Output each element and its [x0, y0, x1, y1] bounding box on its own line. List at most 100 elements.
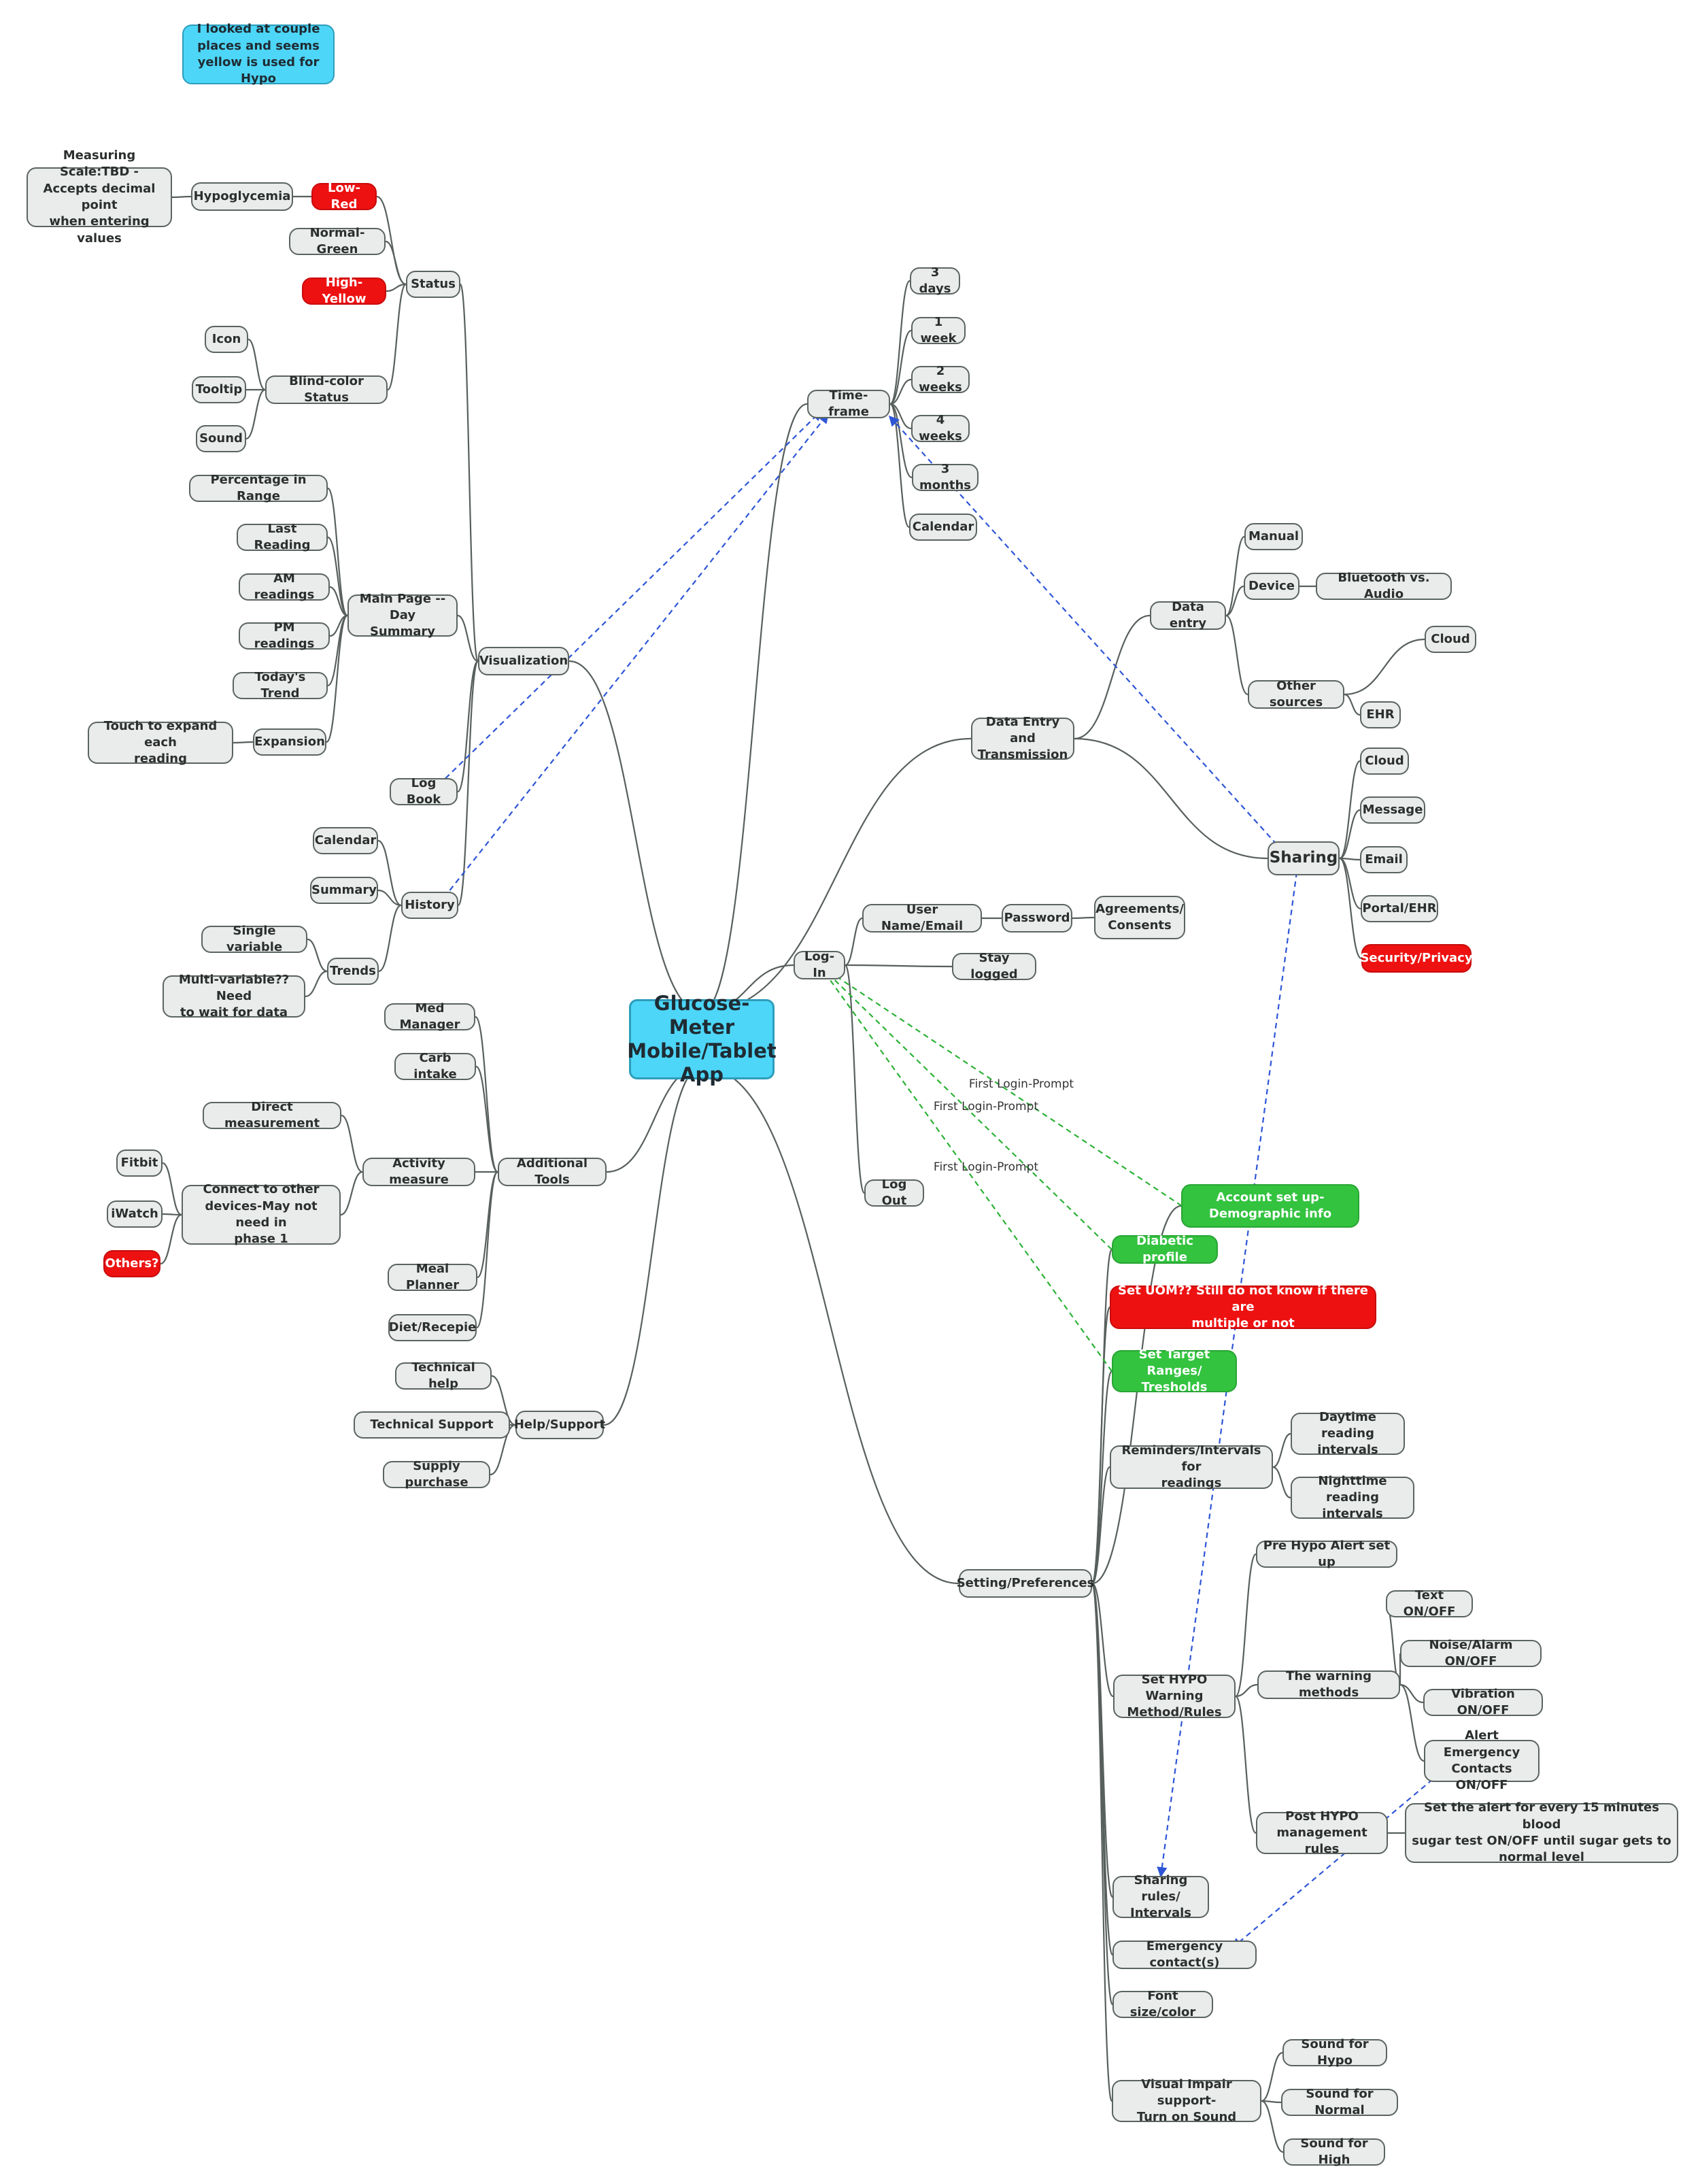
node-single-var[interactable]: Single variable	[201, 924, 307, 954]
node-sharing-rules[interactable]: Sharing rules/ Intervals	[1112, 1873, 1209, 1920]
connector-visualization-status	[459, 283, 479, 662]
node-tf-1week[interactable]: 1 week	[911, 315, 966, 346]
connector-data_entry-manual	[1225, 535, 1245, 617]
node-root[interactable]: Glucose-Meter Mobile/Tablet App	[627, 992, 777, 1086]
node-tf-3days[interactable]: 3 days	[910, 265, 960, 296]
node-log-book[interactable]: Log Book	[390, 776, 458, 807]
node-setting[interactable]: Setting/Preferences	[957, 1569, 1094, 1598]
node-visual-impair[interactable]: Visual Impair support- Turn on Sound	[1112, 2077, 1261, 2124]
node-multi-var[interactable]: Multi-variable?? Need to wait for data	[163, 973, 305, 1020]
connector-login-logout	[844, 964, 866, 1194]
node-supply-purchase[interactable]: Supply purchase	[383, 1459, 490, 1490]
node-others[interactable]: Others?	[103, 1250, 160, 1277]
node-diet[interactable]: Diet/Recepie	[388, 1314, 477, 1341]
node-device[interactable]: Device	[1244, 573, 1299, 600]
node-set-target[interactable]: Set Target Ranges/ Tresholds	[1112, 1347, 1237, 1394]
node-sharing[interactable]: Sharing	[1268, 841, 1340, 875]
node-noise-onoff[interactable]: Noise/Alarm ON/OFF	[1400, 1638, 1542, 1668]
node-last-reading[interactable]: Last Reading	[237, 522, 328, 552]
node-emergency-contacts[interactable]: Emergency contact(s)	[1112, 1939, 1257, 1970]
node-diabetic-profile[interactable]: Diabetic profile	[1112, 1234, 1218, 1264]
node-warning-methods[interactable]: The warning methods	[1257, 1669, 1400, 1700]
node-sound-normal[interactable]: Sound for Normal	[1281, 2087, 1398, 2117]
node-connect-devices[interactable]: Connect to other devices-May not need in…	[182, 1182, 341, 1246]
node-time-frame[interactable]: Time-frame	[807, 388, 890, 419]
node-set-uom[interactable]: Set UOM?? Still do not know if there are…	[1110, 1283, 1376, 1330]
node-am-readings[interactable]: AM readings	[239, 571, 330, 602]
node-sh-email[interactable]: Email	[1360, 846, 1408, 873]
node-additional-tools[interactable]: Additional Tools	[498, 1156, 607, 1187]
node-username[interactable]: User Name/Email	[862, 903, 982, 933]
node-pm-readings[interactable]: PM readings	[239, 620, 330, 651]
node-history[interactable]: History	[401, 892, 458, 919]
node-manual[interactable]: Manual	[1244, 523, 1303, 550]
node-icon[interactable]: Icon	[205, 326, 248, 353]
node-measuring-scale[interactable]: Measuring Scale:TBD - Accepts decimal po…	[27, 148, 172, 246]
node-text-onoff[interactable]: Text ON/OFF	[1386, 1588, 1473, 1619]
node-hist-summary[interactable]: Summary	[310, 877, 378, 904]
node-cloud[interactable]: Cloud	[1425, 626, 1476, 653]
node-meal-planner[interactable]: Meal Planner	[388, 1262, 477, 1292]
node-sh-portal[interactable]: Portal/EHR	[1361, 895, 1438, 922]
node-data-entry[interactable]: Data entry	[1150, 600, 1226, 631]
node-tf-3months[interactable]: 3 months	[912, 462, 979, 492]
node-expansion[interactable]: Expansion	[253, 728, 326, 756]
node-blind-color[interactable]: Blind-color Status	[265, 374, 388, 405]
node-sh-security[interactable]: Security/Privacy	[1360, 944, 1473, 973]
node-daytime[interactable]: Daytime reading intervals	[1291, 1410, 1405, 1457]
node-trends[interactable]: Trends	[327, 958, 379, 985]
node-reminders[interactable]: Reminders/Intervals for readings	[1110, 1443, 1273, 1490]
node-hist-calendar[interactable]: Calendar	[313, 827, 378, 854]
node-main-page[interactable]: Main Page --Day Summary	[347, 592, 458, 639]
node-logout[interactable]: Log Out	[864, 1177, 924, 1208]
node-tooltip[interactable]: Tooltip	[192, 376, 246, 403]
node-note[interactable]: I looked at couple places and seems yell…	[182, 22, 335, 86]
node-pre-hypo[interactable]: Pre Hypo Alert set up	[1256, 1539, 1397, 1569]
connector-time_frame-tf_1week	[889, 329, 912, 405]
node-post-hypo[interactable]: Post HYPO management rules	[1256, 1809, 1388, 1856]
node-technical-help[interactable]: Technical help	[395, 1360, 492, 1391]
node-font-size[interactable]: Font size/color	[1112, 1989, 1213, 2019]
node-tf-calendar[interactable]: Calendar	[909, 514, 977, 541]
node-help-support[interactable]: Help/Support	[514, 1411, 605, 1439]
node-agreements[interactable]: Agreements/ Consents	[1094, 896, 1185, 939]
node-direct-measurement[interactable]: Direct measurement	[203, 1100, 341, 1130]
node-vibration-onoff[interactable]: Vibration ON/OFF	[1423, 1687, 1543, 1717]
node-med-manager[interactable]: Med Manager	[384, 1001, 475, 1032]
node-bluetooth[interactable]: Bluetooth vs. Audio	[1316, 571, 1452, 601]
node-tf-2weeks[interactable]: 2 weeks	[911, 364, 970, 394]
node-other-sources[interactable]: Other sources	[1248, 679, 1344, 709]
node-fitbit[interactable]: Fitbit	[116, 1149, 163, 1177]
node-nighttime[interactable]: Nighttime reading intervals	[1291, 1474, 1414, 1521]
node-hypoglycemia[interactable]: Hypoglycemia	[191, 182, 293, 211]
node-pct-range[interactable]: Percentage in Range	[189, 473, 328, 503]
node-set-hypo[interactable]: Set HYPO Warning Method/Rules	[1113, 1673, 1236, 1719]
node-set-alert15[interactable]: Set the alert for every 15 minutes blood…	[1405, 1800, 1678, 1864]
node-sound[interactable]: Sound	[196, 425, 246, 452]
node-carb-intake[interactable]: Carb intake	[394, 1051, 476, 1081]
link-label-first-login: First Login-Prompt	[933, 1100, 1039, 1113]
node-visualization[interactable]: Visualization	[478, 647, 569, 675]
node-login[interactable]: Log-In	[794, 950, 845, 980]
node-tf-4weeks[interactable]: 4 weeks	[911, 413, 970, 443]
node-sound-high[interactable]: Sound for High	[1283, 2136, 1385, 2167]
node-touch-expand[interactable]: Touch to expand each reading	[88, 719, 233, 766]
node-technical-support[interactable]: Technical Support	[354, 1411, 510, 1439]
node-data-entry-trans[interactable]: Data Entry and Transmission	[971, 715, 1074, 762]
node-sh-cloud[interactable]: Cloud	[1360, 747, 1409, 775]
node-normal-green[interactable]: Normal-Green	[289, 226, 386, 256]
node-status[interactable]: Status	[406, 271, 460, 298]
node-iwatch[interactable]: iWatch	[107, 1200, 163, 1228]
node-account-setup[interactable]: Account set up- Demographic info	[1181, 1184, 1359, 1228]
node-alert-emergency[interactable]: Alert Emergency Contacts ON/OFF	[1424, 1728, 1540, 1792]
node-activity-measure[interactable]: Activity measure	[362, 1156, 475, 1187]
node-stay-logged[interactable]: Stay logged	[952, 951, 1036, 981]
relationship-link-6	[818, 964, 1112, 1250]
node-password[interactable]: Password	[1002, 904, 1072, 933]
node-todays-trend[interactable]: Today's Trend	[233, 670, 328, 701]
node-high-yellow[interactable]: High-Yellow	[302, 275, 386, 306]
node-ehr[interactable]: EHR	[1360, 701, 1401, 728]
node-sh-message[interactable]: Message	[1360, 796, 1425, 824]
node-low-red[interactable]: Low-Red	[311, 181, 377, 212]
node-sound-hypo[interactable]: Sound for Hypo	[1282, 2037, 1387, 2068]
